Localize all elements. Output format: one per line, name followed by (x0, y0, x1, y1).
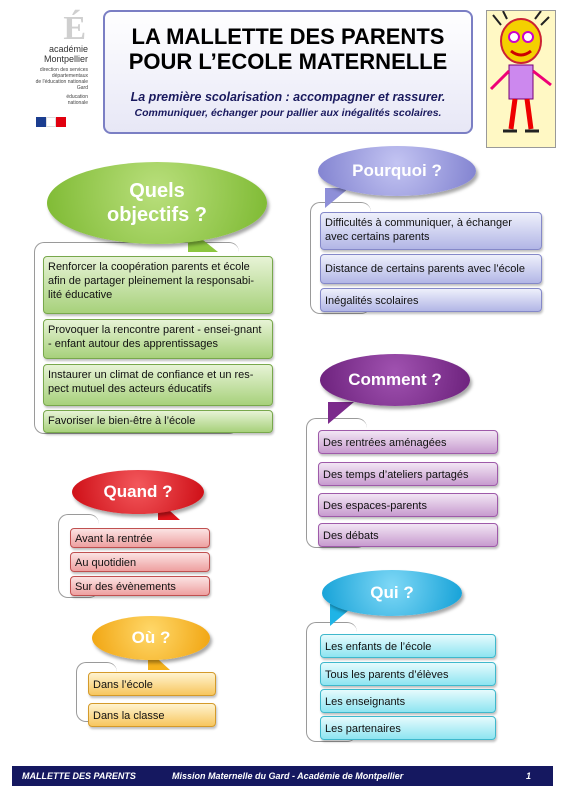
logo-montpellier: Montpellier (43, 54, 88, 64)
republique-e-emblem: É (63, 10, 86, 47)
child-drawing-image (486, 10, 556, 148)
footer-center-text: Mission Maternelle du Gard - Académie de… (172, 771, 404, 781)
comment-item: Des espaces-parents (318, 493, 498, 517)
qui-heading: Qui ? (370, 583, 414, 602)
qui-item: Tous les parents d’élèves (320, 662, 496, 686)
pourquoi-heading: Pourquoi ? (352, 161, 442, 180)
qui-item: Les partenaires (320, 716, 496, 740)
comment-heading: Comment ? (348, 370, 442, 389)
logo-small-line: départementaux (51, 73, 88, 79)
logo-edu-line: nationale (67, 100, 88, 106)
pourquoi-bubble: Pourquoi ? (318, 146, 476, 196)
objectifs-item: Favoriser le bien-être à l’école (43, 410, 273, 433)
pourquoi-item: Difficultés à communiquer, à échanger av… (320, 212, 542, 250)
subtitle-line2: Communiquer, échanger pour pallier aux i… (134, 107, 442, 119)
ou-heading: Où ? (131, 628, 171, 647)
quand-item: Sur des évènements (70, 576, 210, 596)
title-box: LA MALLETTE DES PARENTS POUR L’ECOLE MAT… (103, 10, 473, 134)
quand-heading: Quand ? (103, 482, 173, 501)
objectifs-item: Instaurer un climat de confiance et un r… (43, 364, 273, 406)
quand-bubble: Quand ? (72, 470, 204, 514)
french-flag-icon (36, 114, 66, 127)
subtitle-line1: La première scolarisation : accompagner … (130, 90, 446, 104)
objectifs-bubble: Quels objectifs ? (47, 162, 267, 244)
qui-item: Les enseignants (320, 689, 496, 713)
comment-item: Des rentrées aménagées (318, 430, 498, 454)
objectifs-item: Renforcer la coopération parents et écol… (43, 256, 273, 314)
comment-bubble-tail (328, 402, 354, 424)
quand-item: Avant la rentrée (70, 528, 210, 548)
logo-edu-line: éducation (66, 94, 88, 100)
pourquoi-item: Inégalités scolaires (320, 288, 542, 312)
footer-bar: MALLETTE DES PARENTS Mission Maternelle … (12, 766, 553, 786)
footer-page-number: 1 (526, 771, 532, 781)
logo-academie: académie (48, 44, 88, 54)
qui-bubble: Qui ? (322, 570, 462, 616)
quand-frame (58, 514, 99, 598)
page-title-line2: POUR L’ECOLE MATERNELLE (128, 49, 448, 74)
logo-small-line: Gard (76, 85, 88, 91)
logo-small-line: direction des services (39, 67, 88, 73)
comment-bubble: Comment ? (320, 354, 470, 406)
objectifs-item: Provoquer la rencontre parent - ensei-gn… (43, 319, 273, 359)
ou-bubble: Où ? (92, 616, 210, 660)
qui-item: Les enfants de l’école (320, 634, 496, 658)
footer-left-text: MALLETTE DES PARENTS (22, 771, 136, 781)
ou-item: Dans la classe (88, 703, 216, 727)
logo-small-line: de l'éducation nationale (35, 79, 88, 85)
comment-item: Des temps d’ateliers partagés (318, 462, 498, 486)
objectifs-heading-line2: objectifs ? (106, 204, 207, 226)
objectifs-heading-line1: Quels (129, 180, 185, 202)
quand-item: Au quotidien (70, 552, 210, 572)
ou-item: Dans l’école (88, 672, 216, 696)
pourquoi-item: Distance de certains parents avec l’écol… (320, 254, 542, 284)
page-title-line1: LA MALLETTE DES PARENTS (131, 24, 445, 49)
academie-logo: É académie Montpellier direction des ser… (8, 10, 88, 130)
pourquoi-bubble-tail (325, 188, 349, 208)
comment-item: Des débats (318, 523, 498, 547)
